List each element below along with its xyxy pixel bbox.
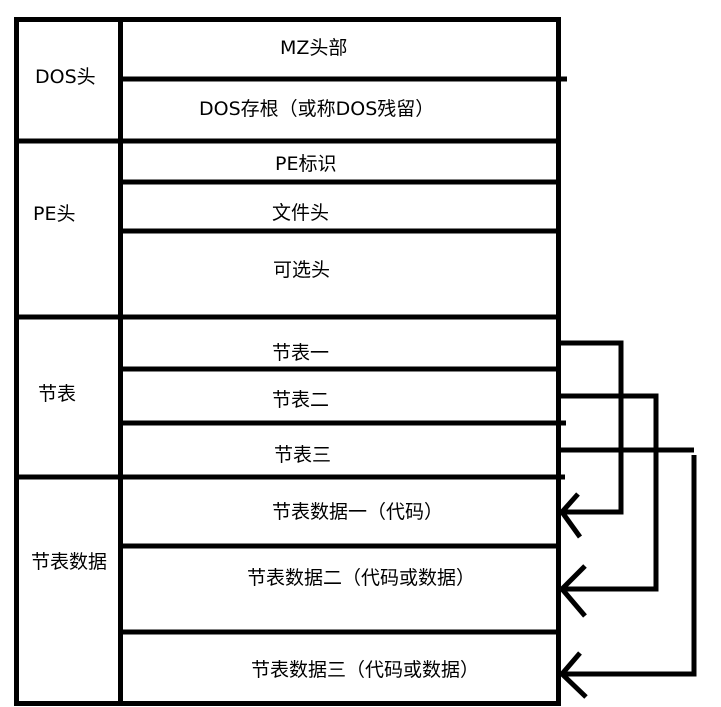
section-label-section-table: 节表 xyxy=(38,383,77,405)
section-label-section-data: 节表数据 xyxy=(31,551,108,573)
row-label-dos-stub: DOS存根（或称DOS残留） xyxy=(199,98,435,120)
outer-frame xyxy=(14,17,561,706)
connector-1-arrowhead xyxy=(558,492,583,539)
connector-3 xyxy=(557,447,697,699)
connector-1 xyxy=(558,340,624,539)
row-label-optional-header: 可选头 xyxy=(273,259,331,281)
row-label-section-table-2: 节表二 xyxy=(272,389,330,411)
connector-2-arrowhead xyxy=(558,564,587,618)
row-label-section-table-1: 节表一 xyxy=(272,342,330,364)
section-label-dos-header: DOS头 xyxy=(35,66,96,88)
row-label-pe-signature: PE标识 xyxy=(275,153,337,175)
row-label-mz-header: MZ头部 xyxy=(280,37,348,59)
row-label-section-data-2: 节表数据二（代码或数据） xyxy=(247,567,476,589)
section-label-pe-header: PE头 xyxy=(33,203,76,225)
connector-3-line-down xyxy=(562,455,697,677)
row-label-file-header: 文件头 xyxy=(272,202,330,224)
connector-1-line xyxy=(560,340,624,515)
row-label-section-table-3: 节表三 xyxy=(274,444,332,466)
connector-2 xyxy=(558,393,659,618)
connector-2-line xyxy=(560,393,659,592)
row-label-section-data-3: 节表数据三（代码或数据） xyxy=(251,659,480,681)
row-label-section-data-1: 节表数据一（代码） xyxy=(272,501,444,523)
connector-3-arrowhead xyxy=(558,651,588,699)
